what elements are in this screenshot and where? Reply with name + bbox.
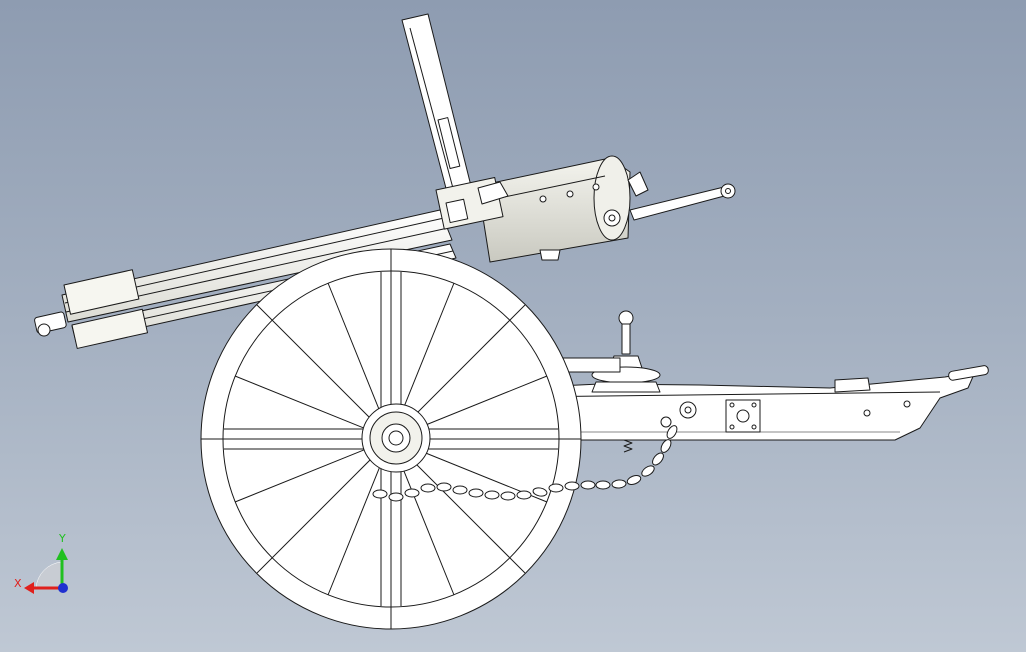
- trail-bolt: [863, 409, 871, 417]
- rear-sight: [401, 13, 473, 197]
- axis-triad: [24, 548, 68, 594]
- spring: [623, 439, 633, 453]
- trunnion-block: [435, 177, 509, 230]
- receiver-housing: [477, 155, 631, 263]
- trail-bolt: [903, 400, 911, 408]
- crank-handle: [627, 171, 736, 221]
- z-axis-dot: [58, 583, 68, 593]
- wheel: [200, 248, 582, 630]
- trail-handle: [948, 365, 989, 381]
- x-axis-label: X: [14, 577, 22, 590]
- chain: [372, 425, 678, 502]
- felloe-joints: [201, 249, 581, 629]
- y-axis-label: Y: [59, 532, 66, 545]
- elevating-screw: [591, 310, 661, 393]
